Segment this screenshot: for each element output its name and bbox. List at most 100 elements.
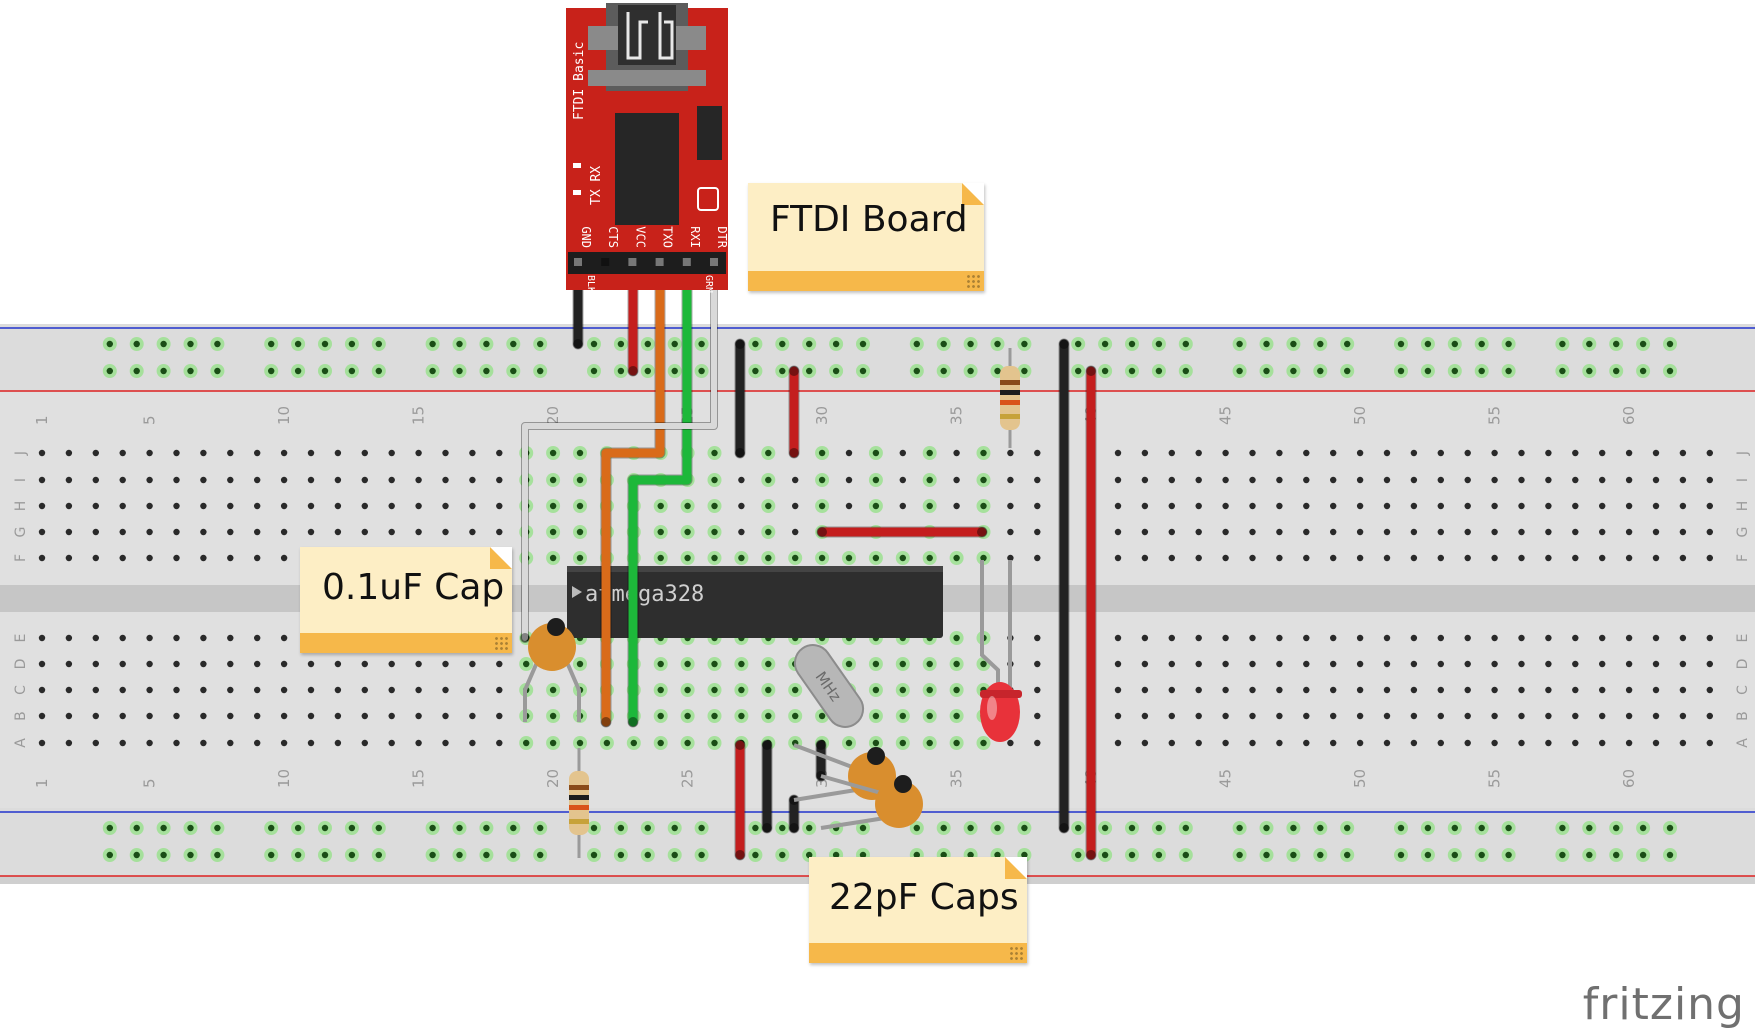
hole[interactable] — [1501, 337, 1516, 351]
hole[interactable] — [1276, 528, 1283, 536]
hole[interactable] — [792, 502, 799, 510]
hole[interactable] — [1383, 554, 1391, 562]
hole[interactable] — [694, 821, 709, 835]
hole[interactable] — [1491, 686, 1498, 694]
wire-ftdi-rxi[interactable] — [627, 259, 693, 728]
hole[interactable] — [707, 709, 722, 723]
hole[interactable] — [1625, 712, 1633, 720]
hole[interactable] — [1663, 364, 1677, 378]
hole[interactable] — [1114, 502, 1122, 510]
hole[interactable] — [1572, 554, 1579, 562]
hole[interactable] — [254, 502, 261, 510]
hole[interactable] — [415, 502, 422, 510]
hole[interactable] — [361, 528, 368, 536]
hole[interactable] — [1652, 528, 1660, 536]
hole[interactable] — [173, 712, 180, 720]
hole[interactable] — [1679, 739, 1687, 747]
hole[interactable] — [92, 686, 100, 694]
hole[interactable] — [1222, 686, 1229, 694]
hole[interactable] — [280, 476, 288, 484]
led-red[interactable] — [980, 560, 1022, 742]
hole[interactable] — [1679, 476, 1687, 484]
hole[interactable] — [1545, 660, 1552, 668]
hole[interactable] — [38, 502, 46, 510]
hole[interactable] — [173, 449, 180, 457]
resistor-led[interactable] — [1000, 348, 1020, 448]
hole[interactable] — [496, 502, 503, 510]
hole[interactable] — [1679, 449, 1687, 457]
hole[interactable] — [38, 528, 46, 536]
hole[interactable] — [1034, 634, 1041, 642]
hole[interactable] — [1501, 821, 1516, 835]
hole[interactable] — [613, 364, 628, 378]
hole[interactable] — [1232, 337, 1247, 351]
hole[interactable] — [653, 736, 668, 750]
hole[interactable] — [318, 364, 332, 378]
hole[interactable] — [1114, 739, 1122, 747]
hole[interactable] — [227, 660, 234, 668]
hole[interactable] — [1437, 554, 1445, 562]
hole[interactable] — [496, 739, 503, 747]
hole[interactable] — [1141, 739, 1149, 747]
hole[interactable] — [680, 709, 695, 723]
hole[interactable] — [694, 848, 709, 862]
hole[interactable] — [895, 709, 910, 723]
hole[interactable] — [1195, 660, 1202, 668]
hole[interactable] — [707, 551, 722, 565]
hole[interactable] — [1572, 686, 1579, 694]
hole[interactable] — [868, 446, 883, 460]
hole[interactable] — [1464, 686, 1471, 694]
hole[interactable] — [802, 821, 817, 835]
hole[interactable] — [1383, 739, 1391, 747]
hole[interactable] — [452, 848, 467, 862]
hole[interactable] — [425, 337, 440, 351]
hole[interactable] — [1383, 686, 1391, 694]
hole[interactable] — [1286, 337, 1301, 351]
hole[interactable] — [1410, 712, 1418, 720]
hole[interactable] — [496, 686, 503, 694]
hole[interactable] — [334, 502, 342, 510]
hole[interactable] — [1114, 634, 1122, 642]
hole[interactable] — [587, 821, 601, 835]
hole[interactable] — [210, 337, 225, 351]
hole[interactable] — [976, 473, 991, 487]
wire-gnd-bottom-2[interactable] — [815, 739, 827, 782]
hole[interactable] — [1599, 502, 1606, 510]
hole[interactable] — [65, 634, 73, 642]
hole[interactable] — [1141, 502, 1149, 510]
hole[interactable] — [788, 709, 803, 723]
hole[interactable] — [1125, 821, 1139, 835]
hole[interactable] — [210, 364, 225, 378]
hole[interactable] — [1330, 712, 1337, 720]
hole[interactable] — [909, 364, 924, 378]
hole[interactable] — [922, 473, 937, 487]
hole[interactable] — [899, 502, 906, 510]
hole[interactable] — [415, 660, 422, 668]
hole[interactable] — [227, 476, 234, 484]
hole[interactable] — [1518, 502, 1525, 510]
hole[interactable] — [415, 449, 422, 457]
hole[interactable] — [1572, 502, 1579, 510]
hole[interactable] — [1303, 554, 1310, 562]
hole[interactable] — [1195, 712, 1202, 720]
hole[interactable] — [307, 686, 315, 694]
hole[interactable] — [65, 739, 73, 747]
hole[interactable] — [680, 499, 695, 513]
hole[interactable] — [200, 449, 207, 457]
hole[interactable] — [949, 709, 964, 723]
hole[interactable] — [734, 657, 749, 671]
hole[interactable] — [949, 631, 964, 645]
hole[interactable] — [469, 739, 476, 747]
hole[interactable] — [1195, 449, 1202, 457]
hole[interactable] — [173, 502, 180, 510]
hole[interactable] — [519, 657, 534, 671]
hole[interactable] — [1286, 364, 1301, 378]
hole[interactable] — [1410, 634, 1418, 642]
hole[interactable] — [1313, 821, 1328, 835]
hole[interactable] — [146, 660, 153, 668]
hole[interactable] — [254, 660, 261, 668]
hole[interactable] — [1303, 739, 1310, 747]
resize-grip-icon[interactable] — [1009, 946, 1023, 960]
hole[interactable] — [227, 739, 234, 747]
hole[interactable] — [1447, 337, 1462, 351]
